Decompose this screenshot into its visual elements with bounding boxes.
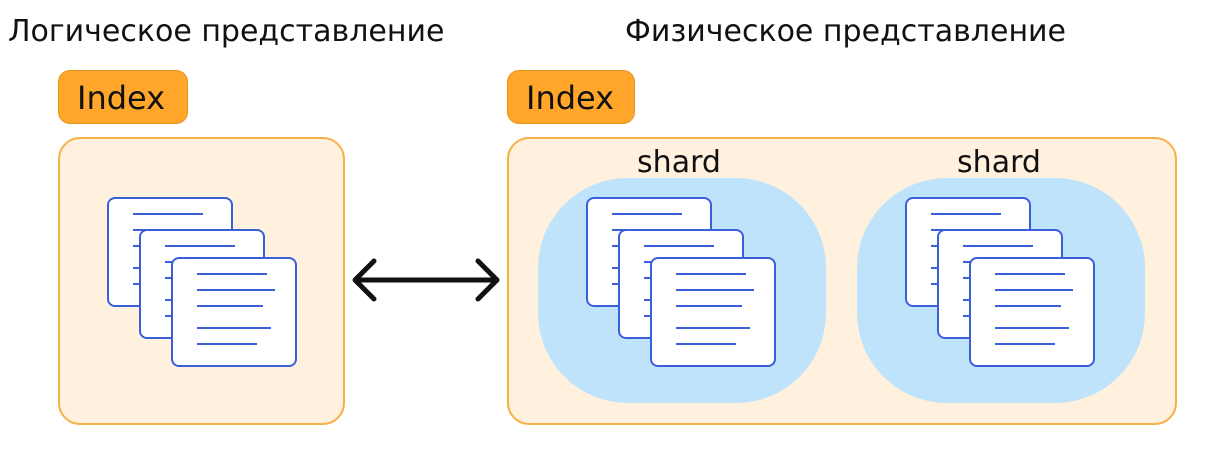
document-text-line (197, 305, 263, 307)
document-text-line (197, 327, 271, 329)
document-text-line (676, 305, 742, 307)
shard-2-label: shard (957, 145, 1041, 180)
document-text-line (995, 343, 1055, 345)
document-text-line (197, 343, 257, 345)
document-text-line (963, 245, 1033, 247)
double-headed-arrow-icon (352, 258, 500, 302)
document-text-line (612, 213, 682, 215)
shard-1-label: shard (637, 145, 721, 180)
physical-view-heading: Физическое представление (625, 14, 1067, 49)
logical-document-stack-icon (107, 197, 307, 372)
document-text-line (676, 343, 736, 345)
document-text-line (165, 245, 235, 247)
document-page (171, 257, 297, 367)
document-text-line (995, 273, 1065, 275)
document-text-line (133, 213, 203, 215)
logical-index-label: Index (58, 70, 188, 124)
document-page (969, 257, 1095, 367)
document-text-line (995, 305, 1061, 307)
arrow-head-left (352, 258, 377, 302)
document-text-line (676, 289, 754, 291)
shard-1-document-stack-icon (586, 197, 786, 372)
shard-2-document-stack-icon (905, 197, 1105, 372)
document-text-line (995, 327, 1069, 329)
document-text-line (676, 327, 750, 329)
logical-view-heading: Логическое представление (8, 14, 445, 49)
document-text-line (676, 273, 746, 275)
document-text-line (995, 289, 1073, 291)
arrow-head-right (475, 258, 500, 302)
document-text-line (644, 245, 714, 247)
document-text-line (197, 289, 275, 291)
document-page (650, 257, 776, 367)
physical-index-label: Index (507, 70, 635, 124)
document-text-line (931, 213, 1001, 215)
document-text-line (197, 273, 267, 275)
